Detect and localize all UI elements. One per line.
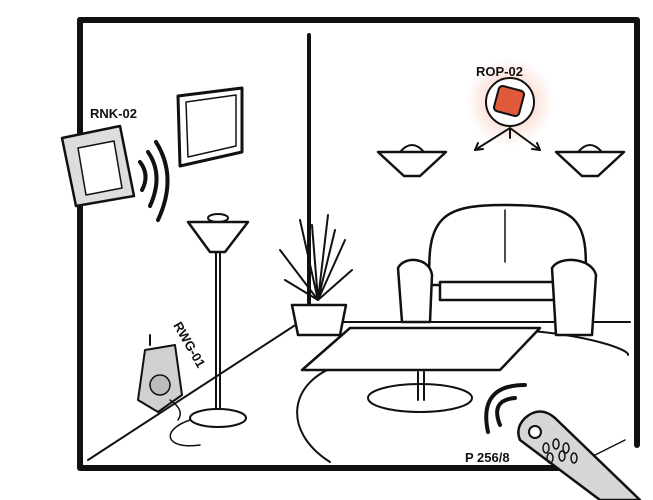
coffee-table	[300, 326, 542, 413]
socket-module-rwg01	[137, 334, 183, 421]
wall-switch-rnk02	[60, 124, 170, 222]
ceiling-lamp-right	[554, 144, 626, 178]
ceiling-lamp-left	[376, 144, 448, 178]
remote-control-p256	[484, 383, 642, 500]
rug	[296, 329, 630, 463]
wall-picture	[176, 86, 244, 168]
floor-lamp	[169, 213, 250, 447]
armchair	[396, 203, 598, 337]
potted-plant	[279, 214, 353, 337]
label-rnk02: RNK-02	[90, 106, 137, 121]
label-p256: P 256/8	[465, 450, 510, 465]
ceiling-sensor-rop02	[466, 58, 554, 151]
label-rop02: ROP-02	[476, 64, 523, 79]
